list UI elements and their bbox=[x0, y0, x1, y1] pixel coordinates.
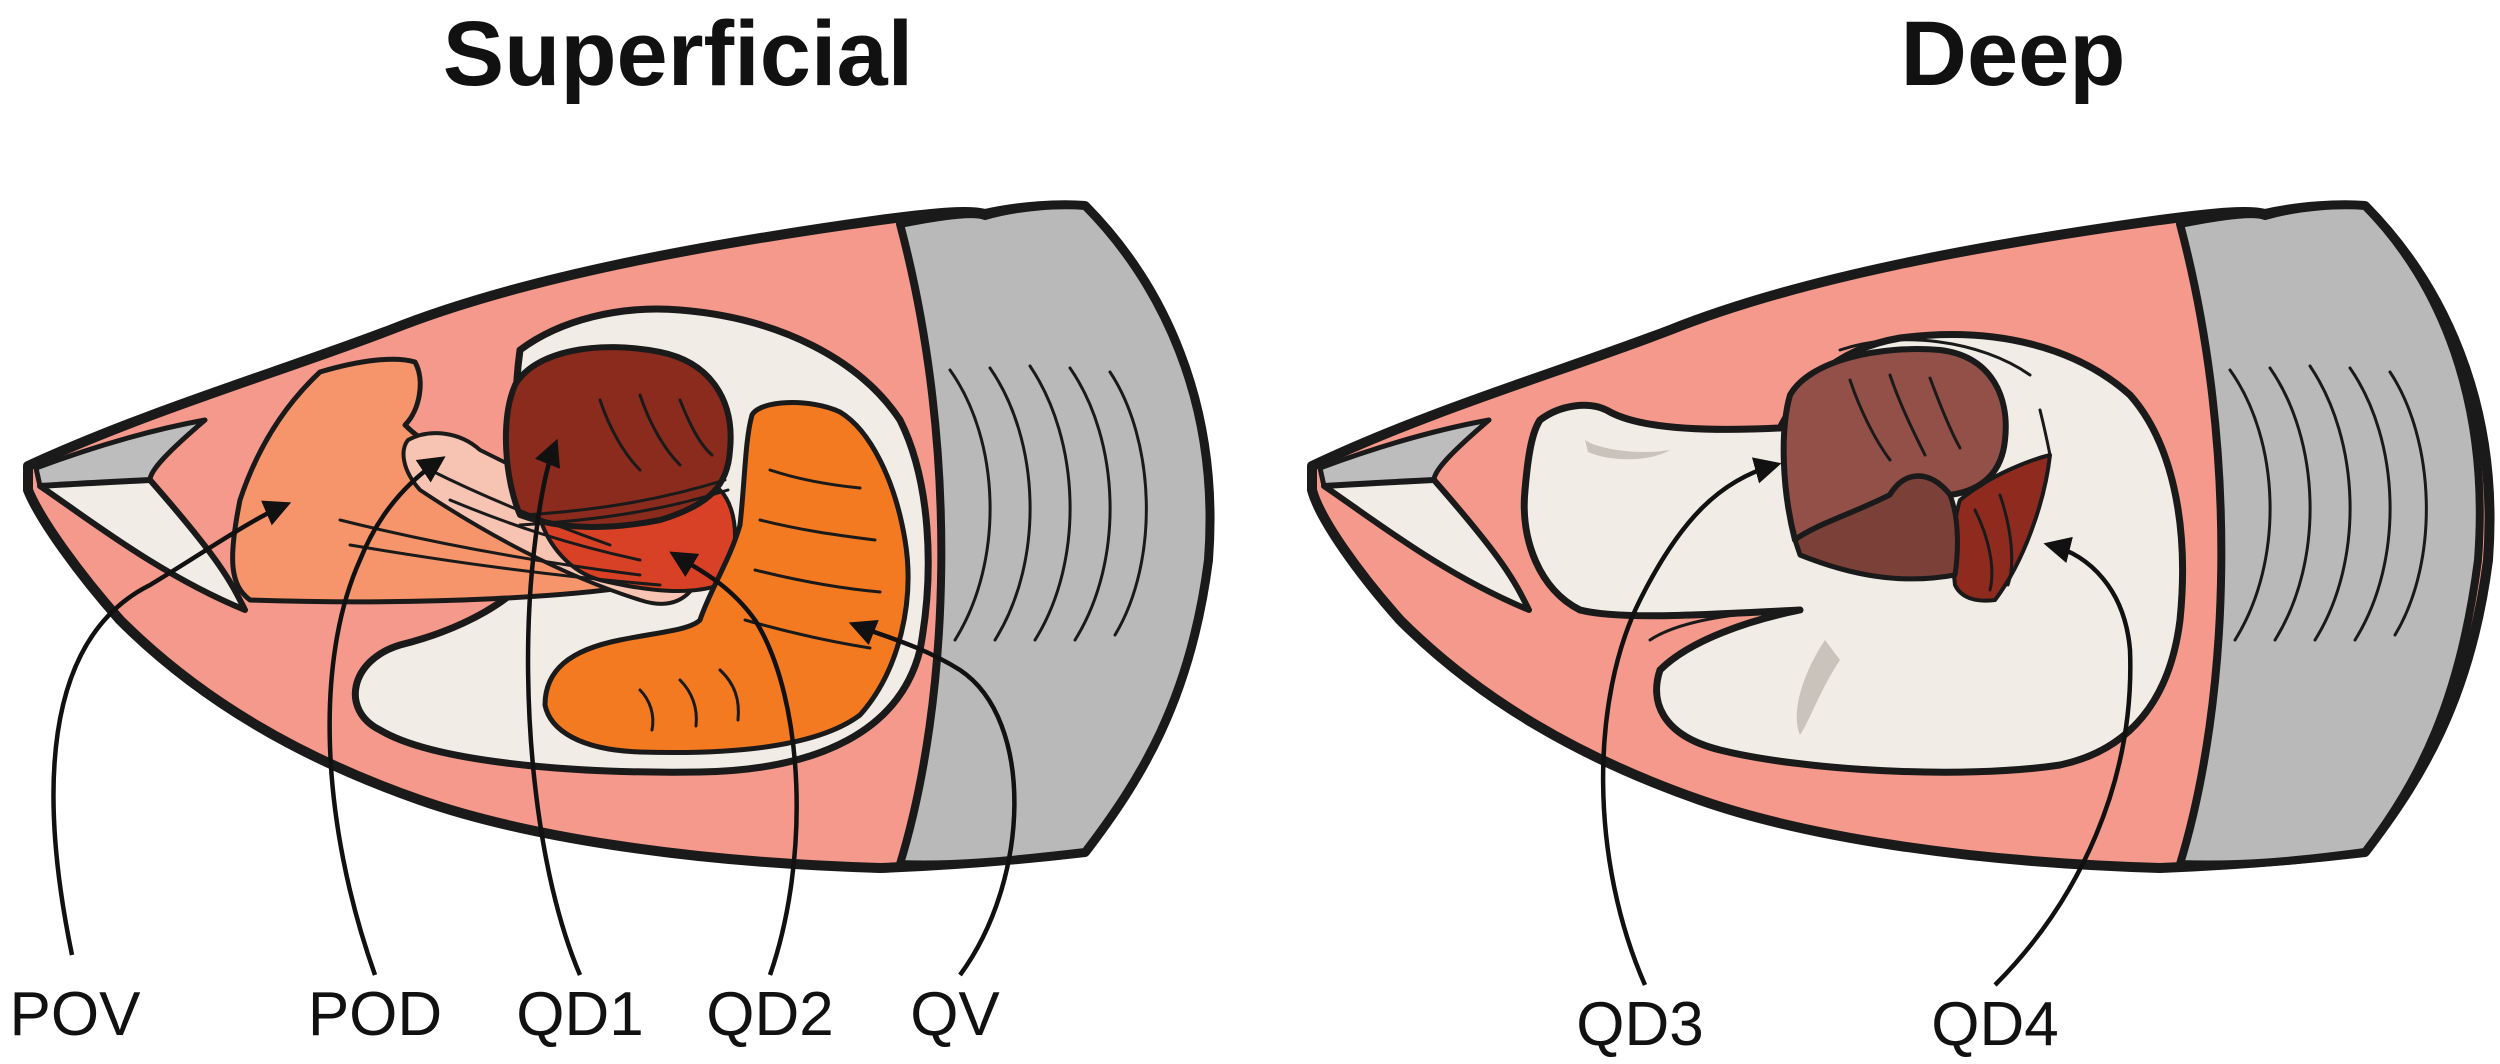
deep-title: Deep bbox=[1901, 3, 2126, 105]
superficial-head-drawing bbox=[23, 200, 1215, 873]
gill-region bbox=[896, 201, 1214, 869]
qv-muscle bbox=[542, 400, 911, 756]
label-pod: POD bbox=[308, 980, 442, 1049]
qd3-leader bbox=[1600, 457, 1782, 986]
label-qd2: QD2 bbox=[706, 980, 833, 1049]
deep-panel: Deep bbox=[1307, 3, 2495, 1059]
label-qd3: QD3 bbox=[1576, 990, 1703, 1059]
mandible bbox=[37, 477, 248, 613]
gill-region-deep bbox=[2176, 201, 2484, 869]
qv-leader bbox=[848, 619, 1017, 977]
superficial-title: Superficial bbox=[443, 3, 913, 105]
qd4-leader bbox=[1993, 536, 2133, 987]
superficial-panel: Superficial bbox=[10, 3, 1215, 1049]
deep-head-drawing bbox=[1307, 200, 2495, 873]
label-pov: POV bbox=[10, 980, 142, 1049]
mandible-deep bbox=[1321, 477, 1532, 613]
qd3-lower bbox=[1792, 473, 1960, 582]
bone-highlight bbox=[1585, 440, 1670, 460]
pov-leader bbox=[51, 500, 292, 956]
pod-leader bbox=[327, 456, 446, 976]
qd2-leader bbox=[669, 551, 799, 976]
label-qv: QV bbox=[910, 980, 1000, 1049]
label-qd1: QD1 bbox=[516, 980, 643, 1049]
qd1-leader bbox=[525, 438, 583, 976]
bone-highlight-2 bbox=[1796, 640, 1840, 735]
qd1-muscle bbox=[502, 344, 734, 530]
label-qd4: QD4 bbox=[1931, 990, 2058, 1059]
